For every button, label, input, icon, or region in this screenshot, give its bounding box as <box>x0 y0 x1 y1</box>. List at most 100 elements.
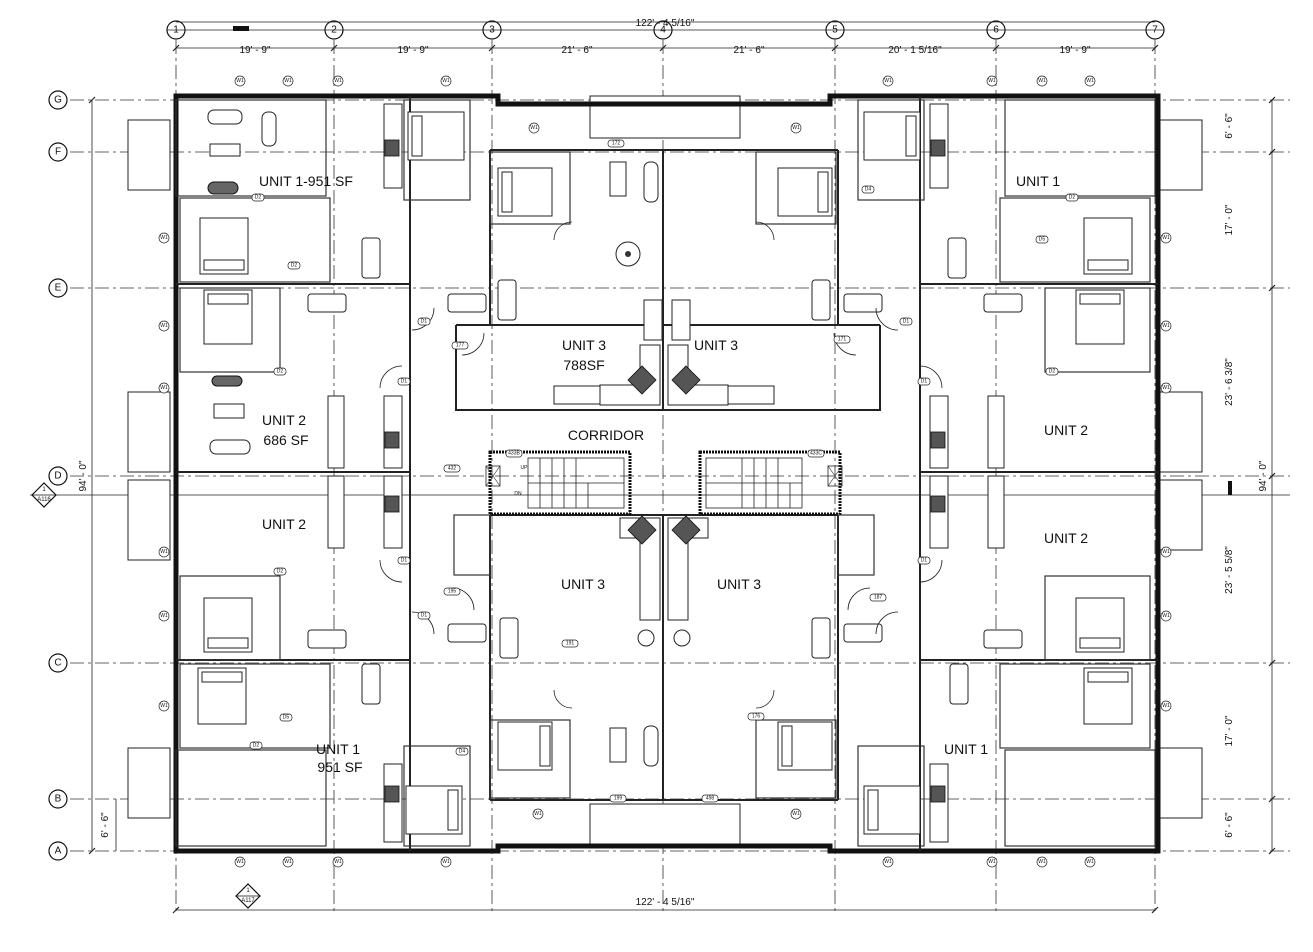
svg-text:177: 177 <box>456 343 465 349</box>
svg-text:A116: A116 <box>37 497 51 503</box>
svg-text:D4: D4 <box>459 749 466 755</box>
svg-text:W1: W1 <box>1162 549 1170 555</box>
unit2-left-lower-label: UNIT 2 <box>262 516 306 532</box>
svg-text:D1: D1 <box>401 379 408 385</box>
svg-text:W1: W1 <box>1038 78 1046 84</box>
room-labels: UNIT 1-951 SF UNIT 1 UNIT 3 788SF UNIT 3… <box>259 173 1088 775</box>
svg-text:D4: D4 <box>865 187 872 193</box>
svg-text:D2: D2 <box>277 369 284 375</box>
svg-text:W1: W1 <box>792 811 800 817</box>
svg-text:1: 1 <box>246 888 250 894</box>
grid-row-g: G <box>54 95 62 106</box>
bay-dim-1: 19' - 9" <box>239 45 270 56</box>
bay-dim-6: 19' - 9" <box>1059 45 1090 56</box>
svg-text:W1: W1 <box>284 78 292 84</box>
svg-text:W1: W1 <box>334 78 342 84</box>
grid-col-5: 5 <box>832 25 838 36</box>
svg-text:W1: W1 <box>160 235 168 241</box>
overall-height-right: 94' - 0" <box>1258 460 1269 491</box>
svg-text:W1: W1 <box>236 859 244 865</box>
grid-row-b: B <box>55 794 62 805</box>
svg-text:W1: W1 <box>530 125 538 131</box>
grid-col-2: 2 <box>331 25 337 36</box>
svg-text:W1: W1 <box>534 811 542 817</box>
unit2-right-upper-label: UNIT 2 <box>1044 422 1088 438</box>
grid-col-4: 4 <box>660 25 666 36</box>
door-window-tags: D2 D2 D1 D1 D1 D1 D1 D1 D1 D2 D2 D2 D2 D… <box>158 75 1172 868</box>
svg-text:W1: W1 <box>1162 703 1170 709</box>
section-marker-a117[interactable]: 1 A117 <box>235 883 261 909</box>
grid-col-7: 7 <box>1152 25 1158 36</box>
svg-text:D1: D1 <box>921 558 928 564</box>
unit2-right-lower-label: UNIT 2 <box>1044 530 1088 546</box>
svg-text:D2: D2 <box>255 195 262 201</box>
row-grid-lines <box>30 99 1290 852</box>
kitchens <box>327 103 1005 843</box>
unit1-top-right-label: UNIT 1 <box>1016 173 1060 189</box>
svg-text:432: 432 <box>448 466 457 472</box>
svg-text:W1: W1 <box>792 125 800 131</box>
right-dim-3: 23' - 6 3/8" <box>1224 358 1235 406</box>
svg-text:433B: 433B <box>508 451 520 457</box>
column-grid-bubbles: 1 2 3 4 5 6 7 <box>166 20 1165 40</box>
corridor-label: CORRIDOR <box>568 427 644 443</box>
svg-text:176: 176 <box>752 714 761 720</box>
interior-walls <box>175 96 1158 851</box>
grid-row-e: E <box>55 283 62 294</box>
svg-text:W1: W1 <box>1162 323 1170 329</box>
section-marker-a116[interactable]: 1 A116 <box>31 482 57 508</box>
svg-text:W1: W1 <box>988 859 996 865</box>
balconies <box>127 95 1203 847</box>
exterior-walls <box>173 93 1161 854</box>
right-dim-6: 6' - 6" <box>1224 812 1235 838</box>
svg-text:D1: D1 <box>421 613 428 619</box>
svg-text:W1: W1 <box>1162 235 1170 241</box>
svg-text:498: 498 <box>706 796 715 802</box>
unit1-bottom-right-label: UNIT 1 <box>944 741 988 757</box>
svg-text:171: 171 <box>838 337 847 343</box>
overall-width-bottom: 122' - 4 5/16" <box>636 897 695 908</box>
svg-text:172: 172 <box>612 141 621 147</box>
right-dim-2: 17' - 0" <box>1224 204 1235 235</box>
svg-text:W1: W1 <box>284 859 292 865</box>
svg-text:W1: W1 <box>160 613 168 619</box>
stair-dn-label: DN <box>514 491 522 497</box>
right-dim-5: 17' - 0" <box>1224 715 1235 746</box>
grid-row-a: A <box>55 846 62 857</box>
column-grid-lines <box>175 40 1156 915</box>
svg-text:D1: D1 <box>421 319 428 325</box>
top-dimensions: 122' - 4 5/16" 19' - 9" 19' - 9" 21' - 6… <box>172 18 1159 56</box>
beds <box>197 111 1133 835</box>
unit1-bottom-left-label: UNIT 1 <box>316 741 360 757</box>
right-dim-1: 6' - 6" <box>1224 113 1235 139</box>
svg-text:195: 195 <box>448 589 457 595</box>
svg-text:D1: D1 <box>921 379 928 385</box>
bay-dim-3: 21' - 6" <box>561 45 592 56</box>
svg-text:W1: W1 <box>160 385 168 391</box>
row-grid-bubbles: G F E D C B A <box>48 90 68 861</box>
left-dim-bottom: 6' - 6" <box>100 812 111 838</box>
svg-text:D1: D1 <box>401 558 408 564</box>
bay-dim-4: 21' - 6" <box>733 45 764 56</box>
living-furniture <box>207 109 691 767</box>
svg-text:191: 191 <box>566 641 575 647</box>
overall-height-left: 94' - 0" <box>78 460 89 491</box>
unit2-left-upper-area: 686 SF <box>263 432 308 448</box>
grid-col-6: 6 <box>993 25 999 36</box>
svg-text:D2: D2 <box>1069 195 1076 201</box>
unit1-bottom-left-area: 951 SF <box>317 759 362 775</box>
svg-text:433C: 433C <box>810 451 822 457</box>
grid-row-c: C <box>54 658 61 669</box>
svg-text:W1: W1 <box>160 323 168 329</box>
grid-row-f: F <box>55 147 61 158</box>
svg-text:W1: W1 <box>236 78 244 84</box>
svg-text:W1: W1 <box>884 78 892 84</box>
unit3-top-left-area: 788SF <box>563 357 604 373</box>
right-dimensions: 6' - 6" 17' - 0" 23' - 6 3/8" 23' - 5 5/… <box>1224 96 1276 855</box>
unit2-left-upper-label: UNIT 2 <box>262 412 306 428</box>
stairs: UP DN <box>485 457 843 509</box>
bath-fixtures <box>307 237 1023 705</box>
svg-text:D2: D2 <box>291 263 298 269</box>
unit3-top-right-label: UNIT 3 <box>694 337 738 353</box>
grid-col-1: 1 <box>173 25 179 36</box>
